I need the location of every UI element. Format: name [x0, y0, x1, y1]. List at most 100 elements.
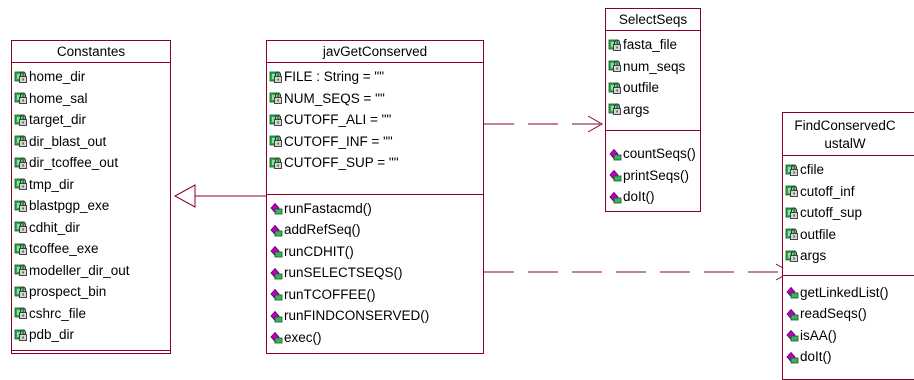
attribute-row-label: CUTOFF_ALI = "" [284, 112, 392, 128]
attribute-row-label: cshrc_file [29, 305, 87, 321]
attribute-row-label: target_dir [29, 112, 87, 128]
operation-row[interactable]: readSeqs() [785, 303, 914, 325]
attribute-row-label: cfile [800, 162, 825, 178]
operation-row-label: printSeqs() [623, 167, 690, 183]
operation-icon [609, 148, 622, 161]
attribute-row[interactable]: cshrc_file [14, 303, 170, 325]
attribute-row[interactable]: NUM_SEQS = "" [269, 88, 483, 110]
class-name: FindConservedC ustalW [783, 113, 914, 156]
attribute-row[interactable]: outfile [608, 77, 700, 99]
attribute-row[interactable]: cutoff_sup [785, 202, 914, 224]
class-javgetconserved[interactable]: javGetConserved FILE : String = ""NUM_SE… [266, 40, 484, 354]
attribute-row-label: outfile [623, 80, 660, 96]
private-attribute-icon [785, 164, 798, 176]
attribute-row-label: home_sal [29, 90, 88, 106]
class-name: Constantes [12, 41, 170, 63]
operation-row[interactable]: doIt() [608, 186, 700, 208]
private-attribute-icon [14, 135, 27, 148]
operation-row[interactable]: runFastacmd() [269, 198, 483, 220]
operation-icon [270, 289, 283, 301]
private-attribute-icon [14, 221, 27, 234]
attribute-row[interactable]: cdhit_dir [14, 217, 170, 239]
attribute-row-label: CUTOFF_INF = "" [284, 133, 393, 149]
attribute-row[interactable]: CUTOFF_INF = "" [269, 131, 483, 153]
operation-row[interactable]: isAA() [785, 325, 914, 347]
attribute-row[interactable]: CUTOFF_ALI = "" [269, 109, 483, 131]
attribute-row[interactable]: prospect_bin [14, 281, 170, 303]
attribute-row[interactable]: target_dir [14, 109, 170, 131]
attribute-row[interactable]: tcoffee_exe [14, 238, 170, 260]
operation-row-label: doIt() [623, 189, 655, 205]
attribute-row-label: pdb_dir [29, 327, 75, 343]
attribute-row-label: modeller_dir_out [29, 262, 130, 278]
operation-row[interactable]: countSeqs() [608, 143, 700, 165]
operation-icon [786, 351, 799, 364]
operation-row[interactable]: runCDHIT() [269, 241, 483, 263]
private-attribute-icon [785, 185, 798, 198]
private-attribute-icon [14, 178, 27, 191]
operation-row[interactable]: runTCOFFEE() [269, 284, 483, 306]
private-attribute-icon [269, 157, 282, 169]
operation-row[interactable]: doIt() [785, 346, 914, 368]
realization-arrow [173, 184, 266, 208]
operation-row-label: readSeqs() [800, 306, 867, 322]
attribute-row[interactable]: dir_tcoffee_out [14, 152, 170, 174]
operation-icon [270, 246, 283, 258]
private-attribute-icon [269, 71, 282, 83]
operation-row-label: doIt() [800, 349, 832, 365]
attribute-row[interactable]: args [785, 245, 914, 267]
private-attribute-icon [269, 114, 282, 126]
attribute-row[interactable]: outfile [785, 224, 914, 246]
attribute-row-label: outfile [800, 226, 837, 242]
operations-section [12, 351, 170, 355]
operation-icon [270, 203, 283, 215]
private-attribute-icon [608, 39, 621, 51]
attribute-row[interactable]: blastpgp_exe [14, 195, 170, 217]
private-attribute-icon [608, 103, 621, 116]
operation-icon [609, 191, 622, 204]
attribute-row-label: args [800, 248, 827, 264]
operation-row[interactable]: runSELECTSEQS() [269, 262, 483, 284]
attribute-row[interactable]: args [608, 99, 700, 121]
attributes-section: FILE : String = ""NUM_SEQS = "" CUTOFF_AL… [267, 63, 483, 195]
operation-row[interactable]: runFINDCONSERVED() [269, 305, 483, 327]
attribute-row[interactable]: fasta_file [608, 34, 700, 56]
attribute-row[interactable]: home_sal [14, 88, 170, 110]
operation-icon [786, 308, 799, 321]
attribute-row-label: dir_tcoffee_out [29, 155, 119, 171]
operation-row-label: getLinkedList() [800, 284, 889, 300]
attribute-row[interactable]: CUTOFF_SUP = "" [269, 152, 483, 174]
private-attribute-icon [785, 250, 798, 262]
operation-row[interactable]: addRefSeq() [269, 219, 483, 241]
operation-icon [786, 330, 799, 342]
attribute-row[interactable]: pdb_dir [14, 324, 170, 346]
operation-icon [270, 224, 283, 237]
operations-section: getLinkedList() readSeqs() isAA() doIt() [783, 276, 914, 372]
attribute-row-label: blastpgp_exe [29, 198, 110, 214]
attribute-row[interactable]: cutoff_inf [785, 181, 914, 203]
private-attribute-icon [14, 92, 27, 105]
private-attribute-icon [14, 307, 27, 320]
attribute-row[interactable]: tmp_dir [14, 174, 170, 196]
private-attribute-icon [14, 157, 27, 169]
attribute-row[interactable]: num_seqs [608, 56, 700, 78]
private-attribute-icon [608, 60, 621, 73]
attribute-row-label: CUTOFF_SUP = "" [284, 155, 399, 171]
attribute-row[interactable]: cfile [785, 159, 914, 181]
operation-row[interactable]: printSeqs() [608, 165, 700, 187]
operation-row-label: isAA() [800, 327, 837, 343]
attribute-row-label: args [623, 101, 650, 117]
operation-row[interactable]: exec() [269, 327, 483, 349]
private-attribute-icon [785, 207, 798, 219]
operation-row[interactable]: getLinkedList() [785, 282, 914, 304]
attribute-row[interactable]: FILE : String = "" [269, 66, 483, 88]
private-attribute-icon [14, 71, 27, 83]
attribute-row[interactable]: home_dir [14, 66, 170, 88]
attribute-row[interactable]: modeller_dir_out [14, 260, 170, 282]
attribute-row[interactable]: dir_blast_out [14, 131, 170, 153]
